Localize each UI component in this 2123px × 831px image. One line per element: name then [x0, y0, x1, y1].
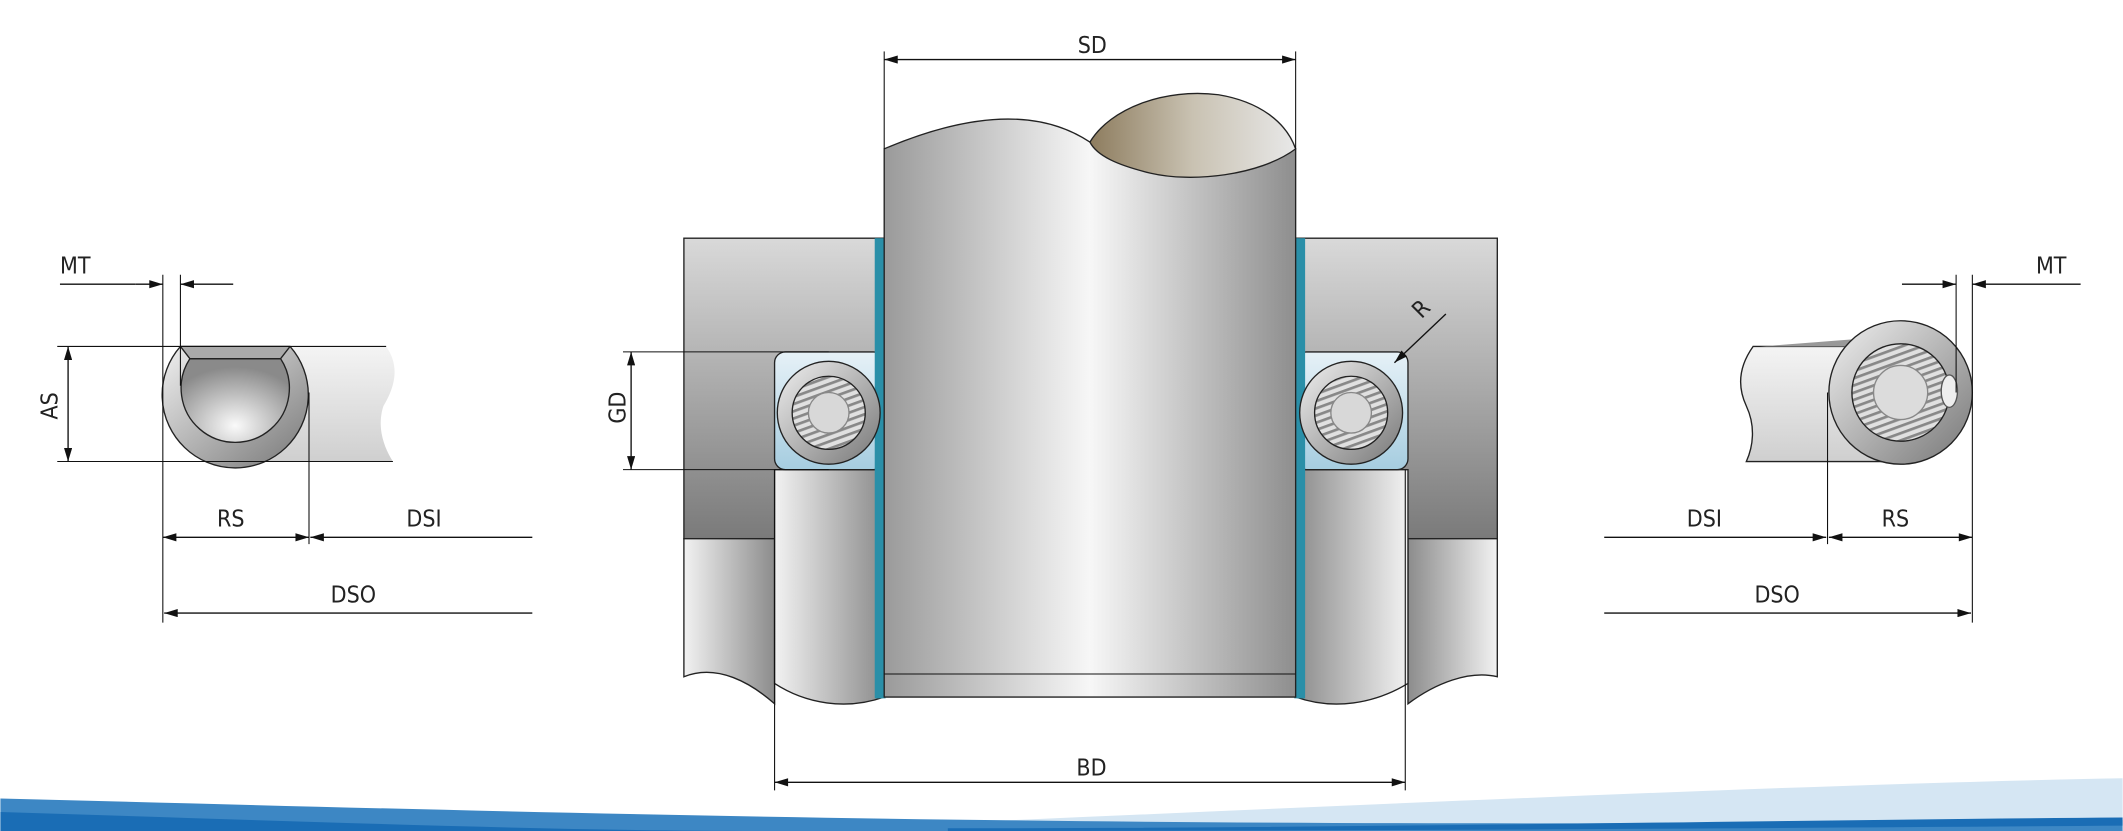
gd-label: GD [606, 392, 632, 424]
dso-label: DSO [331, 582, 376, 608]
center-assembly: SD GD R BD [606, 33, 1498, 791]
footer-wave-decoration [0, 778, 2123, 831]
seal-right [1299, 360, 1404, 465]
as-label: AS [37, 392, 63, 419]
shaft-end-face [1089, 92, 1297, 178]
left-seal-detail: MT AS RS DSI DSO [37, 253, 533, 623]
shaft [883, 111, 1297, 698]
rs-label: RS [1882, 506, 1910, 532]
mt-label: MT [60, 253, 91, 279]
lower-part-right [1407, 537, 1498, 706]
seal-left [776, 360, 881, 465]
seal-cup [180, 357, 291, 444]
mt-label: MT [2036, 253, 2067, 279]
lower-part-left [683, 537, 776, 706]
dsi-label: DSI [406, 506, 441, 532]
bd-label: BD [1076, 756, 1106, 782]
dsi-label: DSI [1687, 506, 1722, 532]
rs-label: RS [217, 506, 245, 532]
dso-label: DSO [1754, 582, 1799, 608]
right-seal-detail: MT DSI RS DSO [1604, 253, 2081, 623]
sd-label: SD [1078, 33, 1107, 59]
